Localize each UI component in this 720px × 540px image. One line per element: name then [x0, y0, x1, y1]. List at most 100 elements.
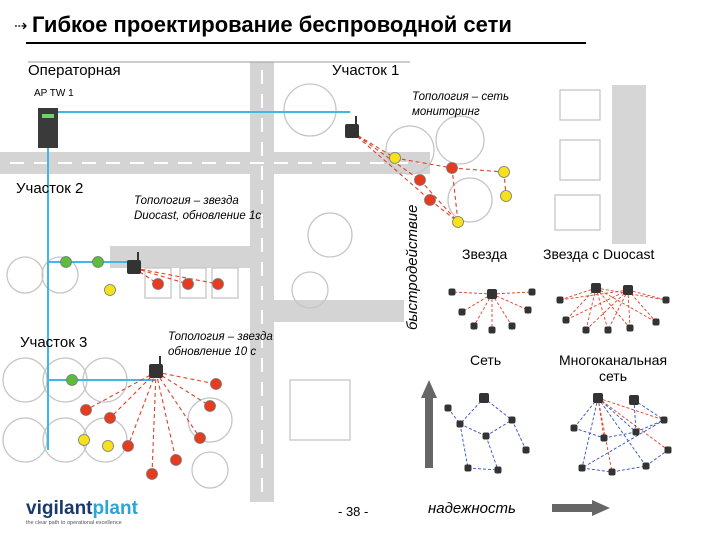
thumb-link [467, 467, 499, 471]
thumb-link [491, 291, 533, 295]
sensor-node [122, 440, 134, 452]
wireless-link [394, 157, 453, 169]
sensor-node [210, 378, 222, 390]
wireless-nodes [60, 152, 512, 480]
thumb-gateway [623, 285, 633, 295]
thumb-node [662, 296, 670, 304]
title-underline [26, 42, 586, 44]
thumb-link [607, 289, 629, 331]
thumb-link [627, 289, 667, 301]
thumb-link [597, 397, 647, 467]
thumb-link [559, 287, 597, 301]
gateway-node [345, 124, 359, 138]
thumb-gateway [479, 393, 489, 403]
thumb-link [565, 287, 597, 321]
area1-label: Участок 1 [332, 62, 400, 79]
road-middle [110, 246, 250, 268]
wireless-link [109, 371, 157, 419]
thumb-link [573, 427, 605, 439]
thumb-link [633, 399, 665, 421]
wireless-link [133, 267, 189, 285]
wireless-link [419, 179, 459, 223]
wireless-link [155, 371, 201, 439]
thumb-node [562, 316, 570, 324]
thumb-link [565, 289, 629, 321]
wireless-link [351, 131, 431, 201]
axis-y-arrow [425, 398, 433, 468]
thumb-node [456, 420, 464, 428]
thumb-node [494, 466, 502, 474]
roads [0, 62, 430, 502]
thumb-gateway [487, 289, 497, 299]
thumb-link [581, 467, 613, 473]
star-duocast-label: Звезда с Duocast [543, 246, 655, 262]
page-title: Гибкое проектирование беспроводной сети [32, 12, 512, 37]
sensor-node [152, 278, 164, 290]
star-label: Звезда [462, 246, 508, 262]
title-arrow-icon: ⇢ [14, 18, 28, 35]
sensor-node [389, 152, 401, 164]
wireless-link [151, 371, 157, 475]
thumb-node [556, 296, 564, 304]
sensor-node [424, 194, 436, 206]
sensor-node [452, 216, 464, 228]
thumb-node [632, 428, 640, 436]
thumb-link [485, 419, 513, 437]
sensor-node [182, 278, 194, 290]
thumb-link [573, 397, 599, 429]
sensor-node [66, 374, 78, 386]
sensor-node [204, 400, 216, 412]
thumb-node [570, 424, 578, 432]
thumb-node [608, 468, 616, 476]
parking-area [612, 85, 646, 245]
axis-performance-label: быстродействие [404, 204, 421, 330]
gateway-device [38, 108, 58, 148]
page-number: - 38 - [338, 504, 369, 519]
thumb-link [627, 289, 631, 329]
road-vertical [250, 62, 274, 502]
wireless-gateways [127, 116, 359, 378]
thumb-link [581, 419, 665, 469]
thumb-link [597, 397, 669, 451]
thumb-node [482, 432, 490, 440]
thumb-node [524, 306, 532, 314]
thumb-gateway [593, 393, 603, 403]
thumb-link [595, 287, 631, 329]
sensor-node [170, 454, 182, 466]
thumb-link [585, 287, 597, 331]
thumb-node [508, 416, 516, 424]
road-lower [274, 300, 404, 322]
wireless-link [351, 131, 396, 159]
thumb-link [491, 293, 513, 327]
sensor-node [104, 412, 116, 424]
thumb-link [597, 397, 665, 421]
gateway-node [127, 260, 141, 274]
gateway-node [149, 364, 163, 378]
thumb-node [458, 308, 466, 316]
sensor-node [80, 404, 92, 416]
thumb-node [522, 446, 530, 454]
thumb-link [485, 435, 499, 471]
thumb-node [664, 446, 672, 454]
thumb-node [488, 326, 496, 334]
axis-x-arrow [552, 504, 592, 512]
sensor-node [146, 468, 158, 480]
area3-label: Участок 3 [20, 334, 88, 351]
thumb-link [473, 293, 493, 327]
thumb-link [491, 293, 529, 311]
axis-arrows [421, 380, 610, 516]
mesh-label: Сеть [470, 352, 502, 368]
thumb-gateway [629, 395, 639, 405]
axis-reliability-label: надежность [428, 500, 516, 517]
thumb-link [633, 399, 637, 433]
sensor-node [194, 432, 206, 444]
area2-label: Участок 2 [16, 180, 84, 197]
sensor-node [212, 278, 224, 290]
sensor-node [102, 440, 114, 452]
thumb-link [511, 419, 527, 451]
wireless-link [429, 199, 459, 223]
gateway-label: Операторная [28, 62, 121, 79]
